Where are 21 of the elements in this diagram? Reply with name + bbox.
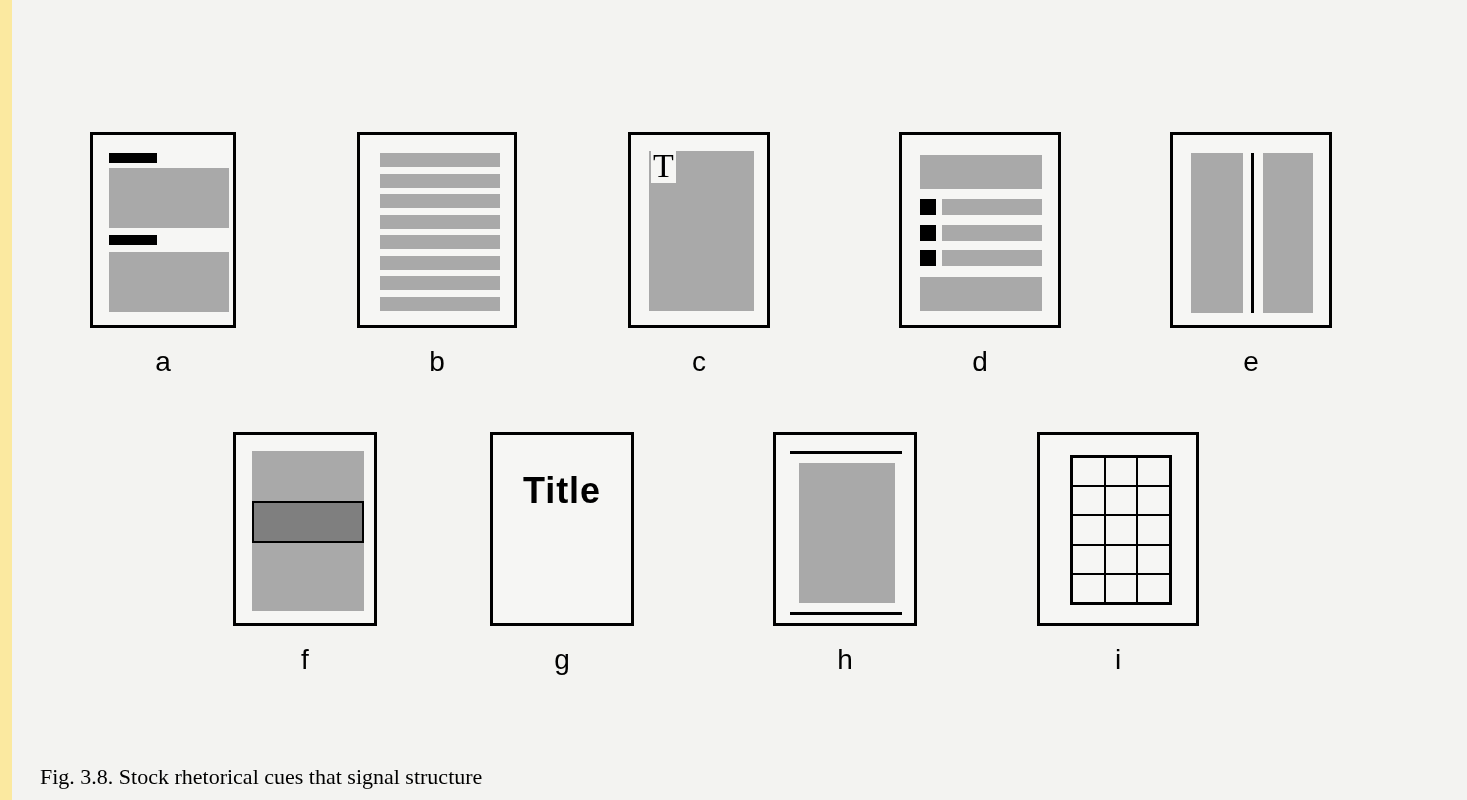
page-thumbnail [490,432,634,626]
panel-letter: g [553,646,571,674]
page-thumbnail [1037,432,1199,626]
page-thumbnail [773,432,917,626]
panel-letter: e [1242,348,1260,376]
page-thumbnail [899,132,1061,328]
page-thumbnail [1170,132,1332,328]
title-text: Title [522,473,602,509]
page-thumbnail [90,132,236,328]
panel-letter: h [836,646,854,674]
figure-caption: Fig. 3.8. Stock rhetorical cues that signal structure [40,763,483,791]
page-thumbnail [628,132,770,328]
page-thumbnail [233,432,377,626]
panel-letter: a [154,348,172,376]
panel-letter: i [1113,646,1123,674]
panel-letter: c [691,348,707,376]
initial-letter: T [651,149,676,183]
page-thumbnail [357,132,517,328]
panel-letter: d [971,348,989,376]
panel-letter: b [428,348,446,376]
panel-letter: f [300,646,310,674]
